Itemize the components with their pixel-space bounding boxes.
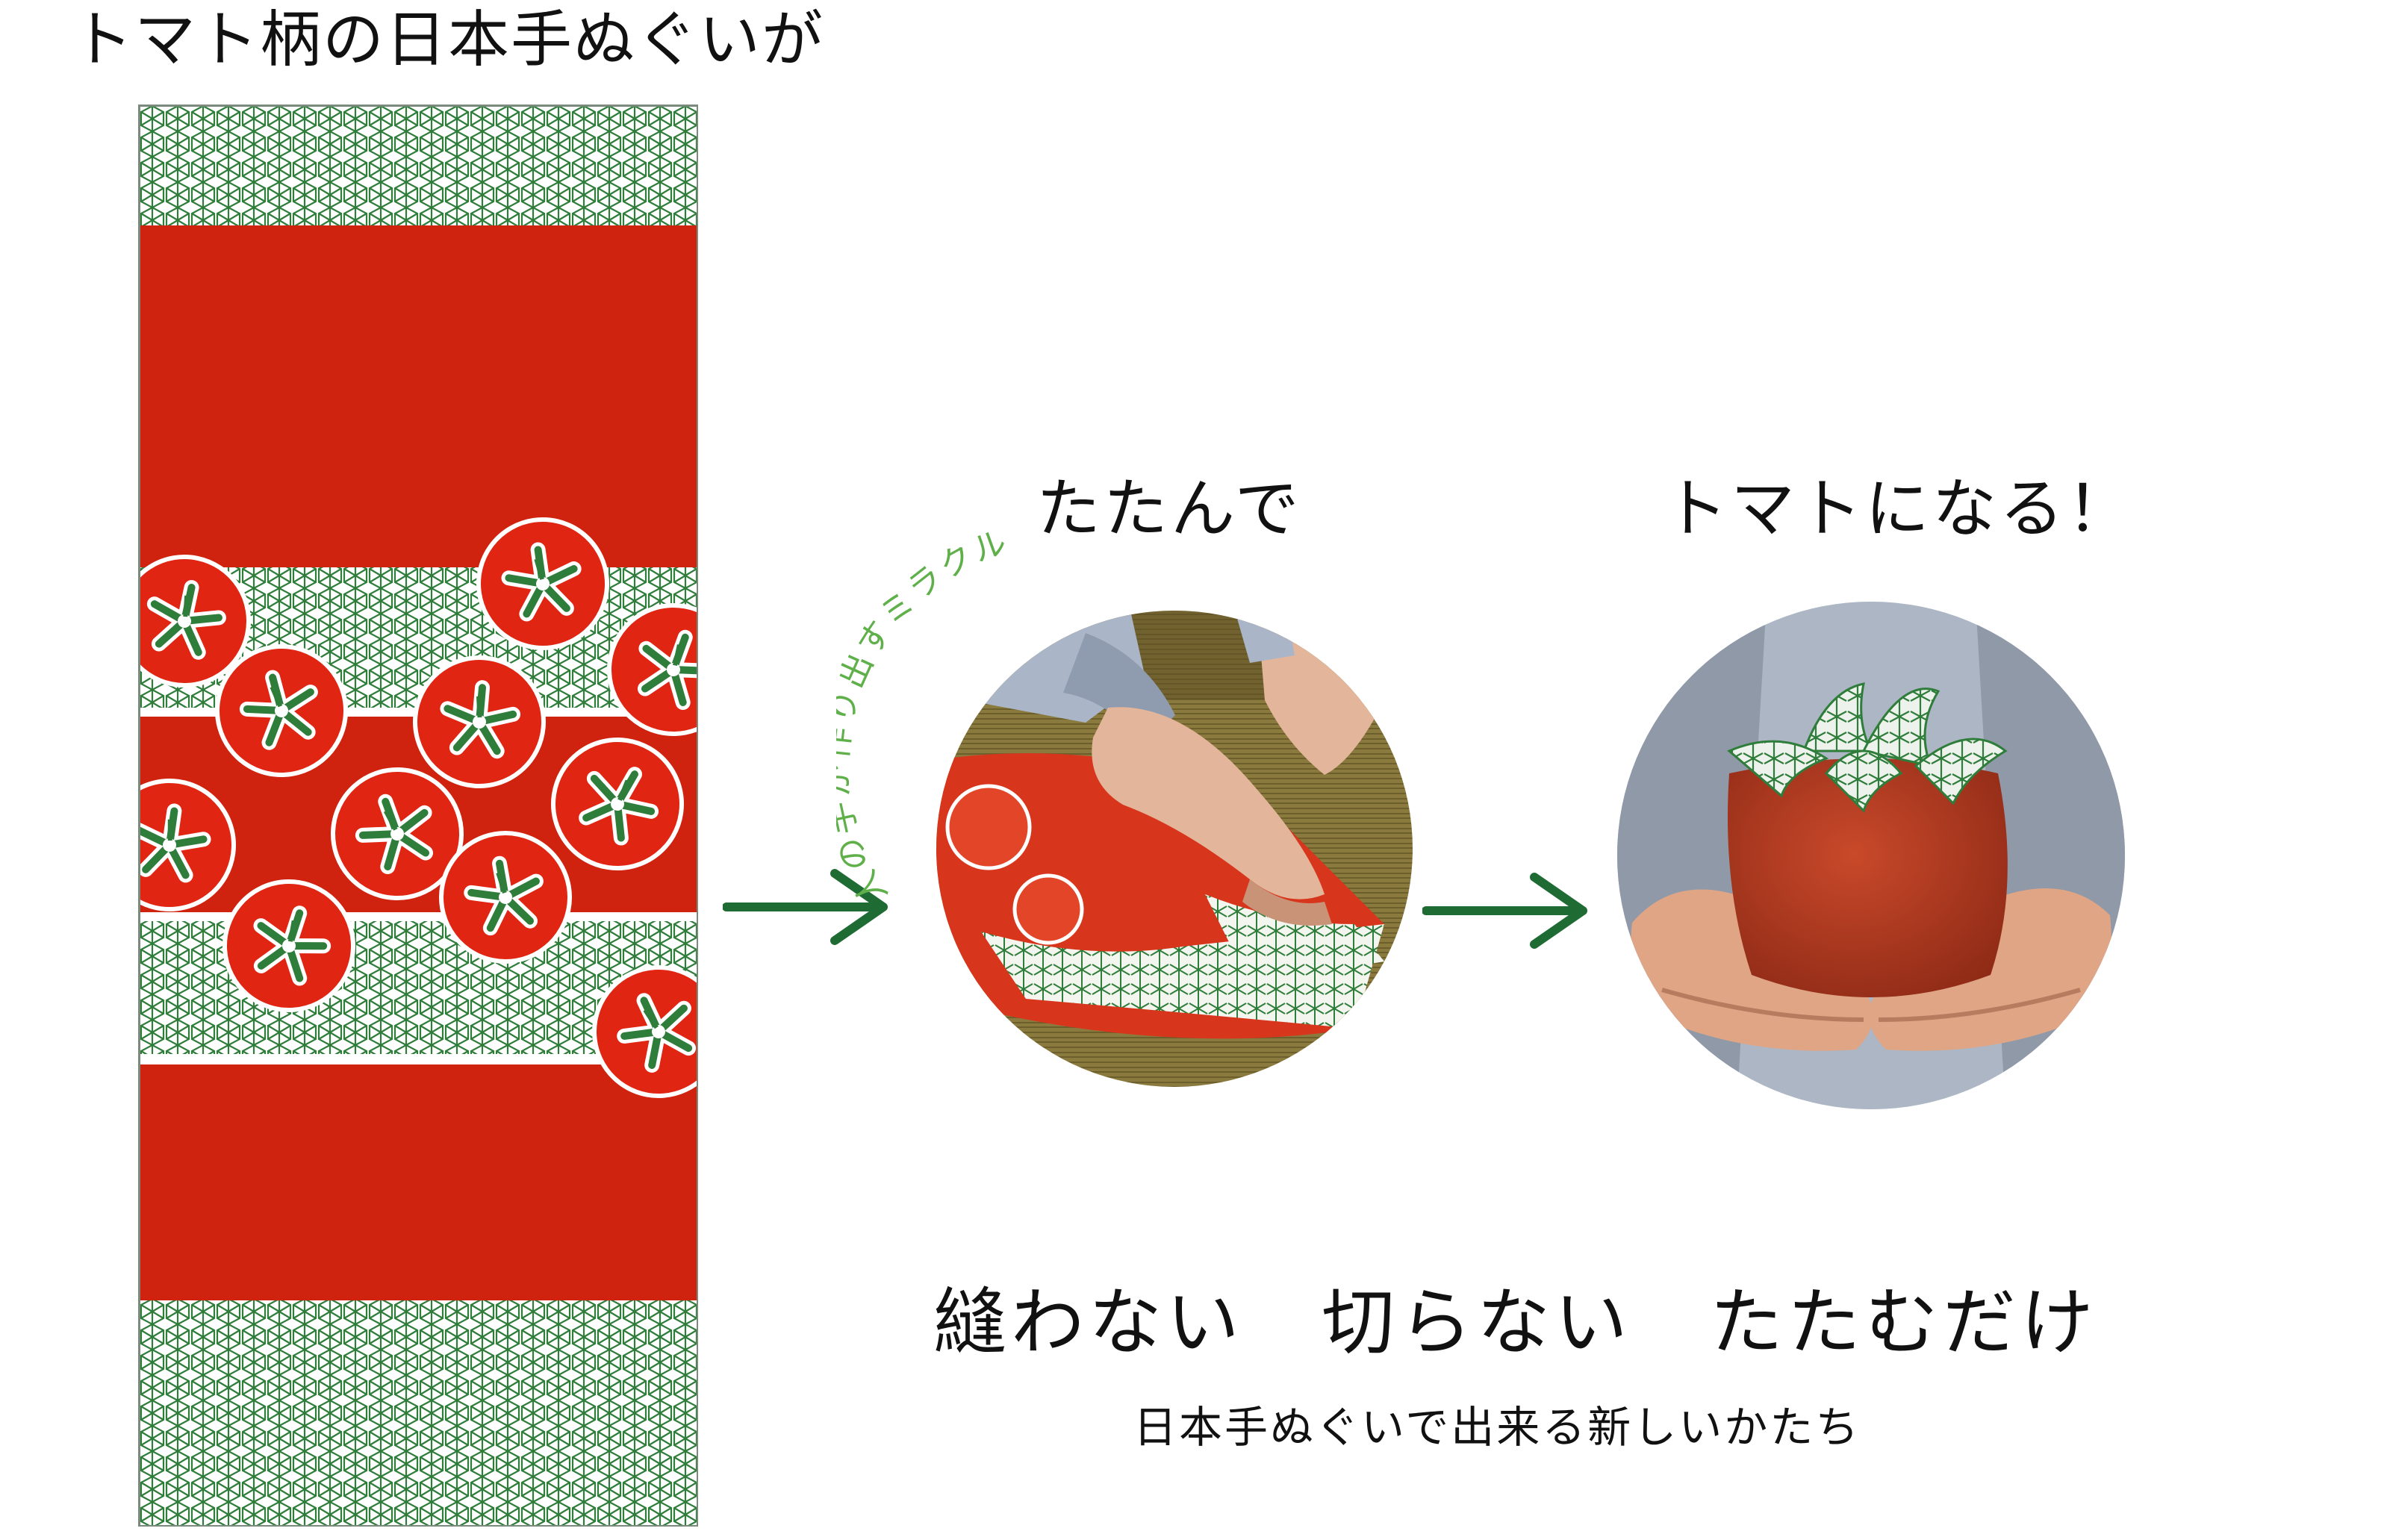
headline: トマト柄の日本手ぬぐいが <box>72 4 825 75</box>
arrow-right-icon <box>1422 870 1594 952</box>
step-tomato-caption: トマトになる！ <box>1663 472 2134 546</box>
tomato-tenugui-illustration <box>138 105 698 1527</box>
folding-photo <box>936 611 1413 1087</box>
slogan: 縫わない 切らない たたむだけ <box>933 1280 2099 1365</box>
subslogan: 日本手ぬぐいで出来る新しいかたち <box>1133 1402 1861 1453</box>
step-fold-caption: たたんで <box>1036 472 1302 546</box>
arrow-right-icon <box>722 866 894 948</box>
finished-tomato-photo <box>1617 602 2125 1109</box>
